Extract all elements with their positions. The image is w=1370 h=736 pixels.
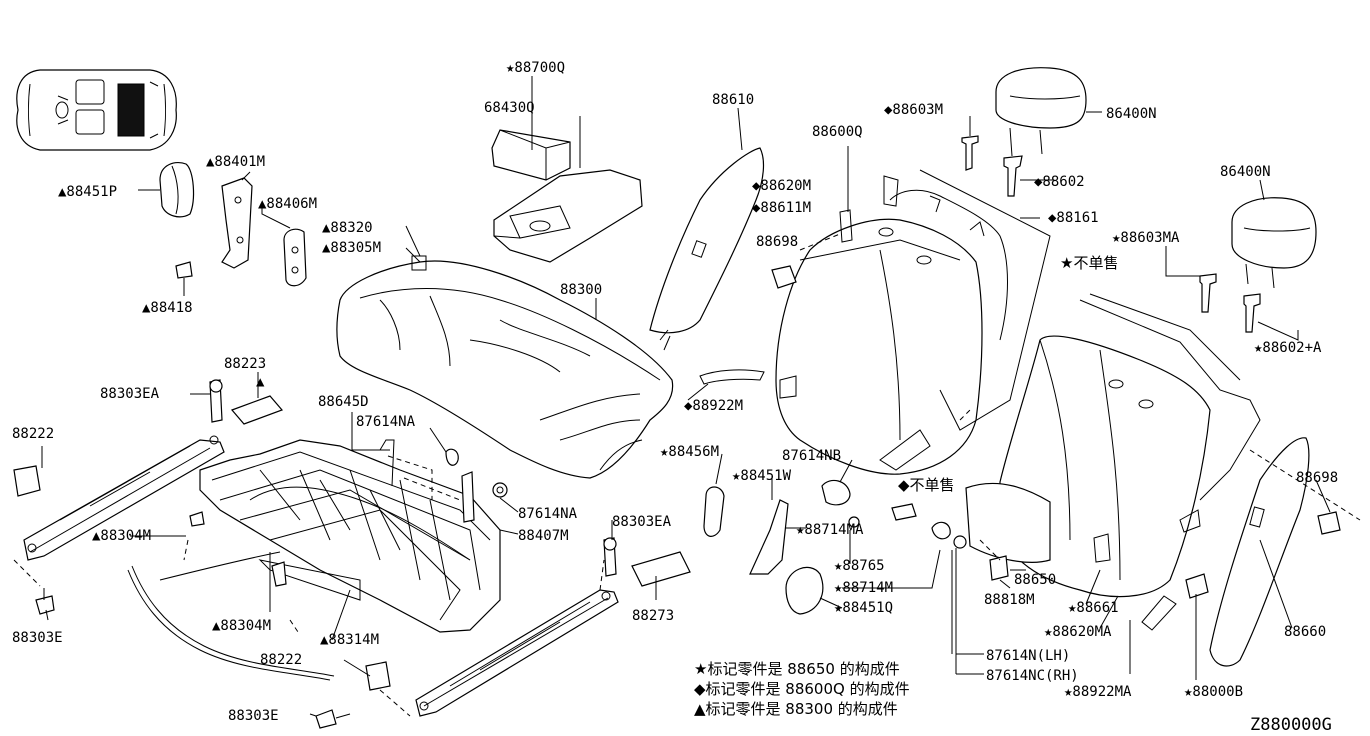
label-86400N-b: 86400N [1220,164,1271,180]
label-88303EA-b: 88303EA [612,514,672,530]
label-88922MA: ★88922MA [1064,684,1132,700]
label-88610: 88610 [712,92,754,108]
headrest-86400N-right [1231,197,1317,289]
clip-88698 [771,265,1341,535]
label-88714M: ★88714M [834,580,893,596]
label-88661: ★88661 [1068,600,1119,616]
cable [127,551,335,681]
label-88698-a: 88698 [756,234,798,250]
label-88620M: ◆88620M [752,178,811,194]
label-87614NB: 87614NB [782,448,841,464]
small-parts-center [189,395,508,587]
label-88000B: ★88000B [1184,684,1243,700]
label-88305M: ▲88305M [322,240,381,256]
label-88223: 88223 [224,356,266,372]
part-labels: ★88700Q 68430Q 88610 88600Q ◆88603M 8640… [12,60,1338,724]
label-88456M: ★88456M [660,444,719,460]
label-86400N-a: 86400N [1106,106,1157,122]
label-not-sold-a: ★不单售 [1060,254,1118,272]
label-87614NA-a: 87614NA [356,414,416,430]
label-not-sold-b: ◆不单售 [898,476,955,494]
bolts [35,555,1209,729]
label-88222-b: 88222 [260,652,302,668]
label-88451P: ▲88451P [58,184,117,200]
label-88300: 88300 [560,282,602,298]
label-88303E-b: 88303E [228,708,279,724]
label-88698-b: 88698 [1296,470,1338,486]
label-88602: ◆88602 [1034,174,1085,190]
label-88765: ★88765 [834,558,885,574]
small-parts-right [703,479,967,615]
label-88602A: ★88602+A [1254,340,1322,356]
label-88303EA-a: 88303EA [100,386,160,402]
label-88650: 88650 [1014,572,1056,588]
label-88700Q: ★88700Q [506,60,565,76]
trim-88922 [699,369,1177,631]
label-87614N: 87614N(LH) [986,648,1070,664]
label-88407M: 88407M [518,528,569,544]
label-88818M: 88818M [984,592,1035,608]
seat-cushion-88300 [336,255,674,479]
label-88603M: ◆88603M [884,102,943,118]
label-88620MA: ★88620MA [1044,624,1112,640]
headrest-86400N-left [995,67,1087,157]
label-88418: ▲88418 [142,300,193,316]
backrest-88650 [965,293,1261,598]
legend-note-triangle: ▲标记零件是 88300 的构成件 [694,700,898,718]
car-locator-icon [16,69,177,151]
dashed-lines [13,233,1361,717]
label-88603MA: ★88603MA [1112,230,1180,246]
label-88451Q: ★88451Q [834,600,893,616]
backrest-88600Q [775,175,983,475]
label-88314M: ▲88314M [320,632,379,648]
seatback-frame-88161 [889,169,1051,431]
label-88320: ▲88320 [322,220,373,236]
label-88922M: ◆88922M [684,398,743,414]
diagram-code: Z880000G [1250,715,1332,735]
label-88161: ◆88161 [1048,210,1099,226]
label-88714MA: ★88714MA [796,522,864,538]
label-87614NC: 87614NC(RH) [986,668,1079,684]
label-88401M: ▲88401M [206,154,265,170]
label-88273: 88273 [632,608,674,624]
headrest-guides [961,135,1261,333]
label-68430Q: 68430Q [484,100,535,116]
label-88660: 88660 [1284,624,1326,640]
side-trim-88660 [1209,437,1310,667]
side-trim-88610 [649,147,765,351]
legend-notes: ★标记零件是 88650 的构成件 ◆标记零件是 88600Q 的构成件 ▲标记… [694,660,910,718]
leader-lines [41,76,1331,717]
seat-rail-right [365,537,691,717]
legend-note-diamond: ◆标记零件是 88600Q 的构成件 [694,680,910,698]
label-88223-mark: ▲ [256,374,265,390]
label-88406M: ▲88406M [258,196,317,212]
label-88600Q: 88600Q [812,124,863,140]
label-88645D: 88645D [318,394,369,410]
label-88222-a: 88222 [12,426,54,442]
label-88303E-a: 88303E [12,630,63,646]
legend-note-star: ★标记零件是 88650 的构成件 [694,660,900,678]
hinge-parts-left [159,161,307,287]
cushion-frame [199,439,501,633]
label-88451W: ★88451W [732,468,792,484]
label-87614NA-b: 87614NA [518,506,578,522]
seat-rail-left [13,379,225,561]
label-88611M: ◆88611M [752,200,811,216]
armrest-part [491,129,643,263]
label-88304M-b: ▲88304M [212,618,271,634]
label-88304M-a: ▲88304M [92,528,151,544]
